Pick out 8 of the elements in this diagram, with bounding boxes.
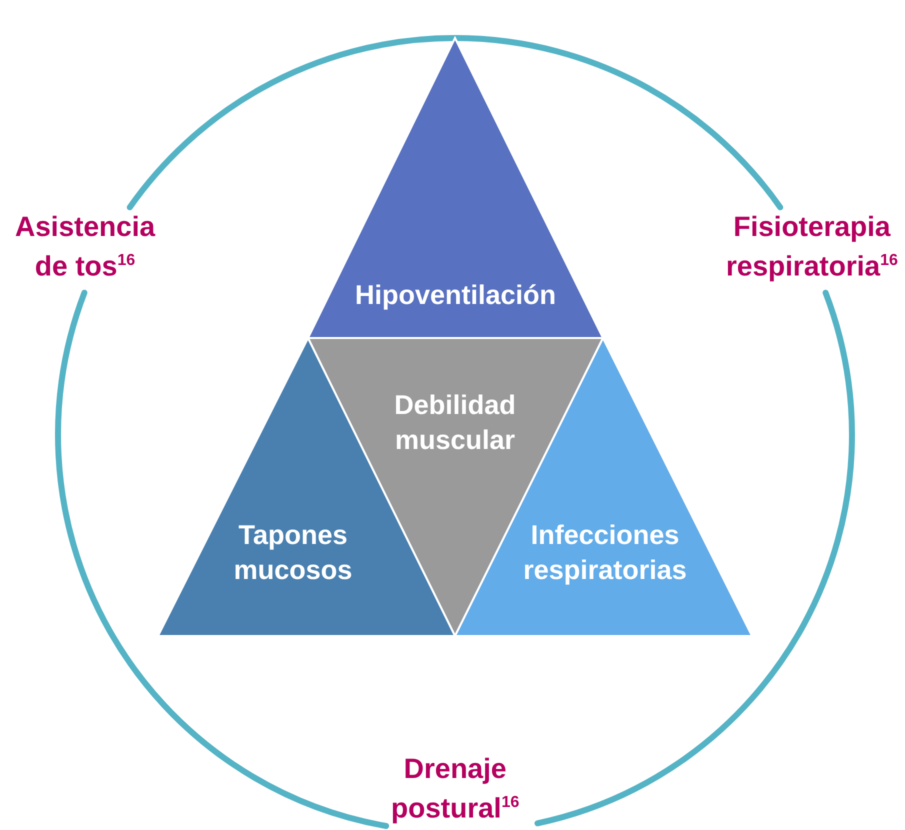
therapy-label: Fisioterapia respiratoria$^{16}$ xyxy=(726,210,898,284)
therapy-label: Drenaje postural$^{16}$ xyxy=(391,752,520,826)
triangle-shape xyxy=(308,38,603,338)
node-label: Tapones mucosos xyxy=(232,519,354,587)
node-label: Hipoventilación xyxy=(354,279,558,312)
node-label: Debilidad muscular xyxy=(393,389,517,457)
node-label: Infecciones respiratorias xyxy=(522,519,688,587)
therapy-label: Asistencia de tos$^{16}$ xyxy=(15,210,156,284)
